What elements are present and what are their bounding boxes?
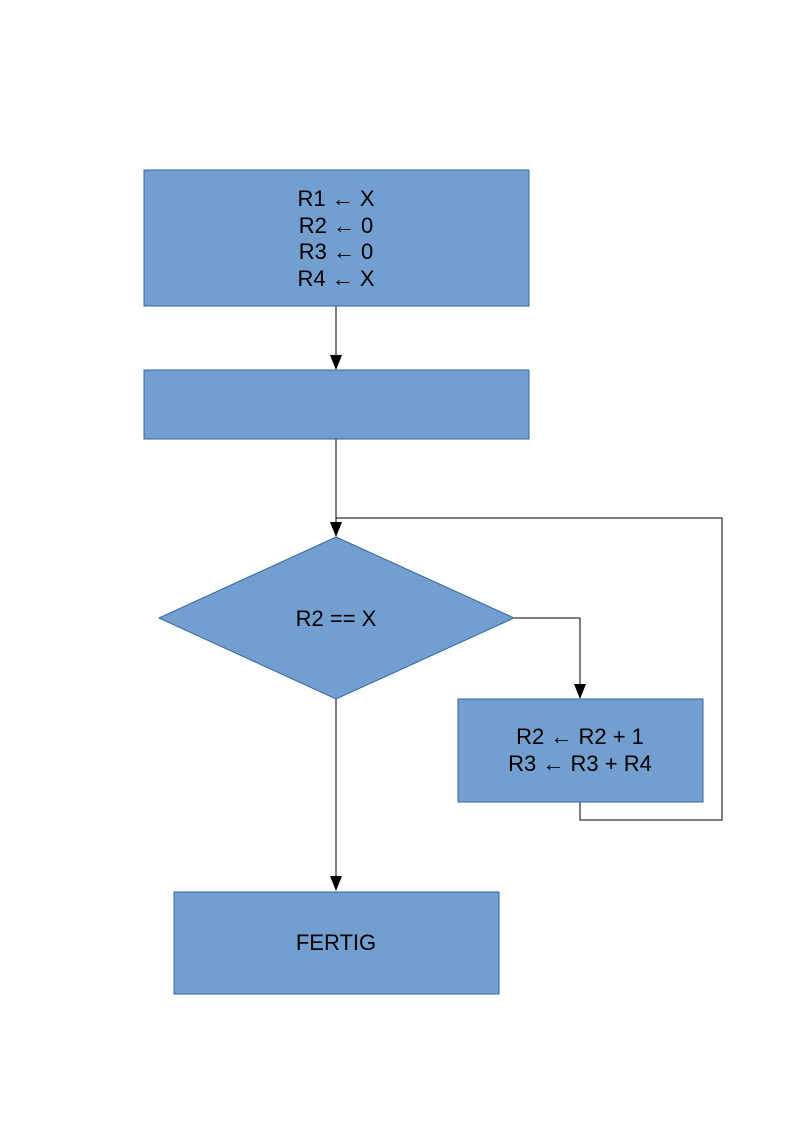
init-node: R1 ← X R2 ← 0 R3 ← 0 R4 ← X xyxy=(143,169,530,307)
edge-decision-to-loop xyxy=(514,617,581,685)
init-line-4: R4 ← X xyxy=(297,266,374,291)
init-line-3: R3 ← 0 xyxy=(299,239,374,264)
decision-node: R2 == X xyxy=(157,536,516,700)
edge-loop-back xyxy=(336,517,723,821)
arrowhead-init-to-empty xyxy=(330,355,342,370)
loop-line-2: R3 ← R3 + R4 xyxy=(508,751,652,776)
init-line-1: R1 ← X xyxy=(297,186,374,211)
loop-line-1: R2 ← R2 + 1 xyxy=(516,724,644,749)
arrowhead-decision-to-loop xyxy=(574,684,586,699)
init-line-2: R2 ← 0 xyxy=(299,213,374,238)
loop-box xyxy=(457,698,704,803)
edges xyxy=(330,306,723,891)
decision-label: R2 == X xyxy=(296,606,377,631)
arrowhead-decision-to-end xyxy=(330,876,342,891)
arrowhead-empty-to-decision xyxy=(330,522,342,537)
empty-node xyxy=(143,369,530,440)
loop-node: R2 ← R2 + 1 R3 ← R3 + R4 xyxy=(457,698,704,803)
empty-box xyxy=(143,369,530,440)
end-node: FERTIG xyxy=(173,891,500,995)
end-box xyxy=(173,891,500,995)
init-box xyxy=(143,169,530,307)
end-label: FERTIG xyxy=(296,930,376,955)
decision-diamond xyxy=(157,536,516,700)
